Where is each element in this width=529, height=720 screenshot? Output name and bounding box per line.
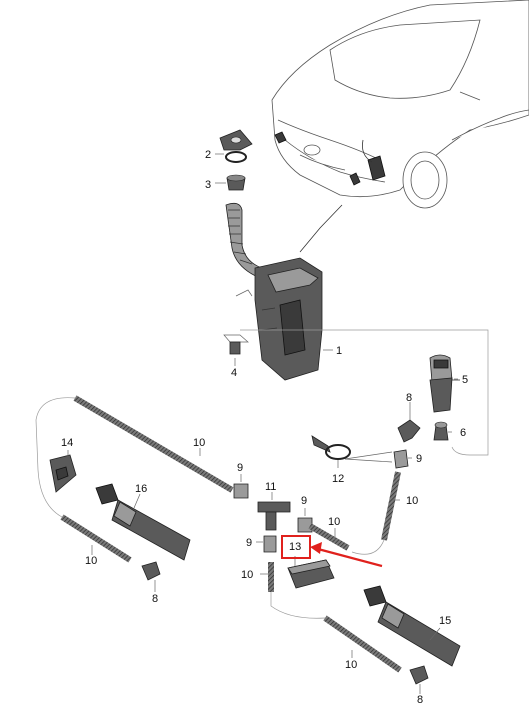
label-10-bottom: 10 xyxy=(345,659,357,671)
washer-pump xyxy=(429,354,460,413)
washer-fluid-reservoir xyxy=(223,202,323,381)
bracket-14 xyxy=(49,450,77,493)
elbow-connector-top xyxy=(397,402,421,443)
t-piece-connector xyxy=(257,492,291,531)
label-16: 16 xyxy=(135,483,147,495)
highlight-annotation xyxy=(281,535,383,568)
label-1: 1 xyxy=(336,345,342,357)
label-2: 2 xyxy=(205,149,211,161)
control-unit-13 xyxy=(287,556,335,589)
label-10-mid: 10 xyxy=(328,516,340,528)
filler-cap-seal xyxy=(219,129,253,163)
washer-hose xyxy=(35,395,402,673)
label-6: 6 xyxy=(460,427,466,439)
label-10-right: 10 xyxy=(406,495,418,507)
label-5: 5 xyxy=(462,374,468,386)
label-12: 12 xyxy=(332,473,344,485)
label-13: 13 xyxy=(289,541,301,553)
headlight-washer-nozzle-left xyxy=(95,483,191,561)
nozzle-cap-8-left xyxy=(141,561,161,592)
label-8-left: 8 xyxy=(152,593,158,605)
label-3: 3 xyxy=(205,179,211,191)
hose-clip-12 xyxy=(311,435,351,468)
headlight-washer-nozzle-right xyxy=(363,585,461,667)
label-9-mid: 9 xyxy=(237,462,243,474)
connector-9-mid xyxy=(233,474,249,499)
label-8-top: 8 xyxy=(406,392,412,404)
highlight-arrowhead xyxy=(310,542,322,554)
label-11: 11 xyxy=(265,481,276,493)
filler-neck-cap xyxy=(226,174,246,191)
label-9-right: 9 xyxy=(416,453,422,465)
pump-seal-6 xyxy=(433,421,449,441)
label-10-low: 10 xyxy=(241,569,253,581)
highlight-arrow xyxy=(317,547,383,568)
label-9-low: 9 xyxy=(246,537,252,549)
nozzle-cap-8-right xyxy=(409,665,429,694)
vehicle-illustration xyxy=(271,0,529,253)
label-4: 4 xyxy=(231,367,237,379)
label-8-right: 8 xyxy=(417,694,423,706)
label-14: 14 xyxy=(61,437,73,449)
grommet-4 xyxy=(229,341,241,355)
label-10-top: 10 xyxy=(193,437,205,449)
connector-9-right xyxy=(344,449,412,469)
connector-9-tee-right xyxy=(297,508,313,533)
label-9-tee: 9 xyxy=(301,495,307,507)
label-15: 15 xyxy=(439,615,451,627)
label-10-left: 10 xyxy=(85,555,97,567)
callout-labels: 1 2 3 4 5 6 8 8 8 9 9 9 9 10 10 10 10 10… xyxy=(61,149,468,706)
connector-9-low xyxy=(256,535,277,553)
